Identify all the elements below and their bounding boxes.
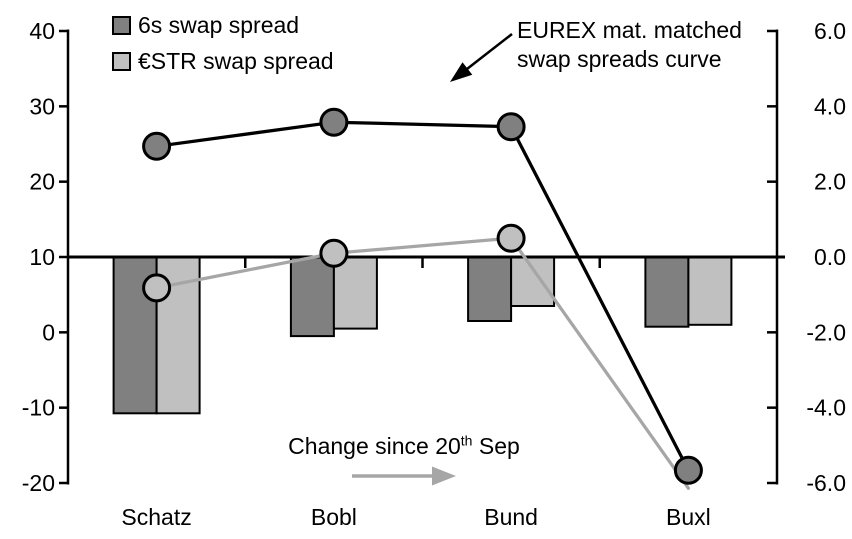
estr-marker-bund [496,223,526,253]
category-label-bund: Bund [484,504,538,530]
legend: 6s swap spread €STR swap spread [112,12,334,84]
change-annotation-suffix: Sep [472,433,520,459]
bar-estr-bund [510,256,556,307]
left-axis-tick-label: 30 [29,93,55,119]
estr-curve-line [154,236,691,490]
sixs-marker-buxl [673,455,703,485]
right-axis-tick-label: -4.0 [806,395,846,421]
category-label-buxl: Buxl [666,504,711,530]
left-axis-tick-label: 10 [29,244,55,270]
sixs-marker-bund [496,112,526,142]
curve-annotation-line1: EUREX mat. matched [517,17,742,43]
right-axis-tick-label: 4.0 [814,93,846,119]
legend-item-estr: €STR swap spread [112,48,334,75]
curve-arrow-icon [466,33,513,70]
legend-label-6s: 6s swap spread [138,12,300,38]
bar-6s-buxl [644,256,690,328]
legend-label-estr: €STR swap spread [138,48,334,74]
bar-estr-bobl [332,256,378,330]
legend-item-6s: 6s swap spread [112,12,334,39]
left-axis-tick-label: 40 [29,18,55,44]
curve-annotation-line2: swap spreads curve [517,46,722,72]
right-axis-tick-label: 2.0 [814,169,846,195]
left-axis-tick-label: -20 [22,470,55,496]
right-axis-tick-label: -6.0 [806,470,846,496]
legend-swatch-6s [112,16,131,35]
right-axis-tick-label: 6.0 [814,18,846,44]
change-annotation-sup: th [460,432,473,449]
sixs-marker-bobl [319,107,349,137]
left-axis-tick-label: 20 [29,169,55,195]
bar-estr-buxl [687,256,733,326]
bar-6s-bobl [289,256,335,338]
change-arrowhead-icon [432,466,456,486]
right-axis-tick-label: 0.0 [814,244,846,270]
change-annotation: Change since 20th Sep [278,433,530,460]
left-axis-tick-label: -10 [22,395,55,421]
curve-arrowhead-icon [450,62,473,82]
change-annotation-text: Change since 20 [288,433,461,459]
right-axis-tick-label: -2.0 [806,319,846,345]
estr-marker-bobl [319,238,349,268]
estr-marker-schatz [142,273,172,303]
sixs-marker-schatz [142,131,172,161]
left-axis-tick-label: 0 [42,319,55,345]
legend-swatch-estr [112,52,131,71]
bar-6s-bund [467,256,513,322]
sixs-curve-line [154,120,691,472]
curve-annotation: EUREX mat. matched swap spreads curve [517,16,742,74]
category-label-schatz: Schatz [121,504,191,530]
category-label-bobl: Bobl [311,504,357,530]
